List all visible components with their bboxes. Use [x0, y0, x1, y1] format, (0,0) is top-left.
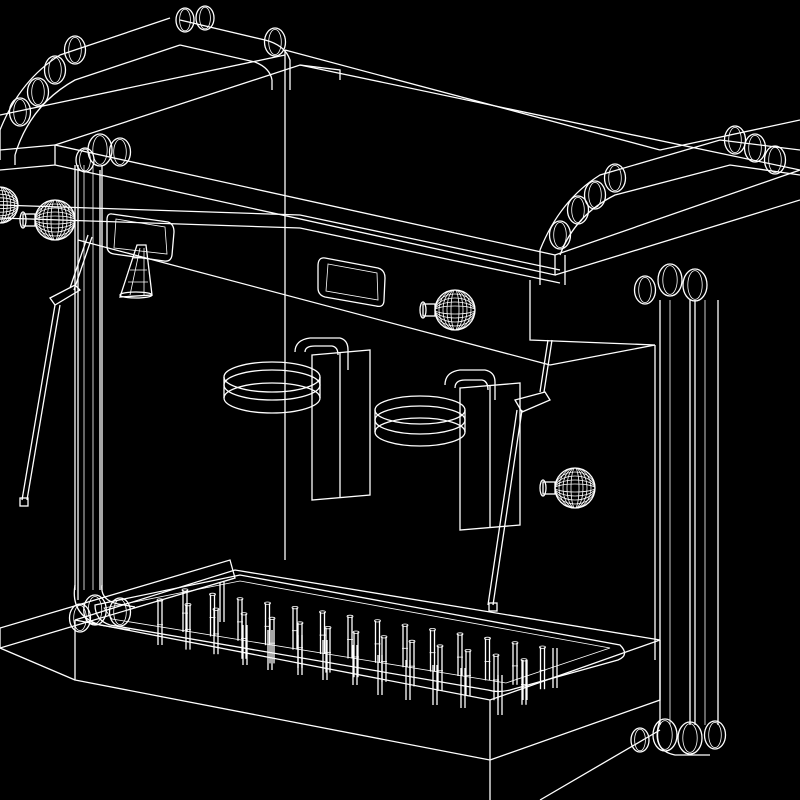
- pipe-bottom: [73, 584, 710, 756]
- grate-pin: [456, 632, 464, 676]
- grate-pin: [464, 648, 472, 696]
- grate-pin: [324, 625, 332, 673]
- grate-pin: [236, 597, 244, 641]
- pipe-elbow-icon: [195, 5, 215, 31]
- grate-pin: [522, 660, 528, 700]
- pipe-elbow-icon: [703, 720, 727, 750]
- pipe-elbow-icon: [603, 163, 627, 193]
- pipe-elbow-icon: [652, 718, 678, 752]
- lever-icon: [487, 339, 553, 612]
- grate-pin: [219, 582, 225, 622]
- grate-pin: [374, 619, 381, 663]
- pipe-top-left: [0, 17, 291, 165]
- grate-pin: [319, 610, 326, 654]
- grate-pin: [297, 635, 303, 675]
- pipe-elbow-icon: [583, 180, 607, 210]
- grate-pins: [156, 582, 558, 715]
- pipe-elbow-icon: [108, 137, 132, 167]
- grate-pin: [511, 641, 519, 685]
- pipe-elbow-icon: [68, 603, 92, 633]
- grate-pin: [552, 648, 558, 688]
- grate-pin: [497, 675, 503, 715]
- pipe-elbow-icon: [26, 77, 50, 107]
- pipe-elbow-icon: [657, 263, 683, 297]
- grate-pin: [401, 623, 409, 668]
- front-panel: [77, 165, 656, 600]
- grate-pin: [242, 625, 248, 665]
- grate-pin: [181, 588, 189, 632]
- cabinet-back: [284, 49, 800, 660]
- pipe-elbow-icon: [723, 125, 747, 155]
- grate-pin: [484, 636, 491, 681]
- pipe-elbow-icon: [87, 133, 113, 167]
- grate-pin: [352, 630, 360, 678]
- window-icon: [317, 257, 386, 308]
- grate-pin: [520, 658, 528, 705]
- pipe-frame-left: [74, 165, 103, 590]
- knob-icon: [539, 467, 596, 509]
- pipe-elbow-icon: [548, 220, 572, 250]
- grate-pin: [267, 630, 273, 670]
- nozzle-icon: [119, 244, 153, 299]
- grate-pin: [352, 645, 358, 685]
- grate-pin: [184, 602, 192, 650]
- pipe-elbow-icon: [108, 597, 132, 627]
- pipe-elbow-icon: [633, 275, 657, 305]
- pipe-elbow-icon: [743, 133, 767, 163]
- grate-pin: [156, 598, 164, 645]
- grate-pin: [436, 644, 444, 691]
- window-icon: [106, 213, 175, 262]
- grate-pin: [432, 665, 438, 705]
- grate-pin: [405, 660, 411, 700]
- grate-pin: [429, 627, 436, 672]
- grate-pin: [322, 640, 328, 680]
- pipe-elbow-icon: [630, 727, 650, 753]
- pipe-frame-right: [659, 300, 719, 725]
- knob-icon: [419, 289, 476, 331]
- basin-icon: [223, 337, 371, 501]
- pipe-elbow-icon: [263, 27, 287, 57]
- grate-pin: [291, 605, 299, 650]
- grate-pin: [346, 614, 354, 659]
- grate-pin: [264, 601, 271, 646]
- pipe-elbow-icon: [566, 195, 590, 225]
- lever-icon: [19, 234, 93, 507]
- grate-pin: [377, 655, 383, 695]
- pipe-elbow-icon: [763, 145, 787, 175]
- pipe-elbow-icon: [8, 97, 32, 127]
- grate-pin: [209, 592, 216, 637]
- pipe-elbow-icon: [682, 268, 708, 302]
- knob-icon: [0, 186, 596, 509]
- grate-pin: [539, 645, 546, 690]
- pipe-elbow-icon: [8, 5, 787, 755]
- grate-pin: [460, 668, 466, 708]
- knob-icon: [0, 186, 19, 224]
- pipe-elbow-icon: [677, 721, 703, 755]
- pipe-elbow-icon: [175, 7, 195, 33]
- drain-rack: [94, 574, 626, 715]
- pipe-elbow-icon: [43, 55, 67, 85]
- basin-icon: [374, 369, 521, 531]
- pipe-elbow-icon: [75, 147, 95, 173]
- pipe-elbow-icon: [63, 35, 87, 65]
